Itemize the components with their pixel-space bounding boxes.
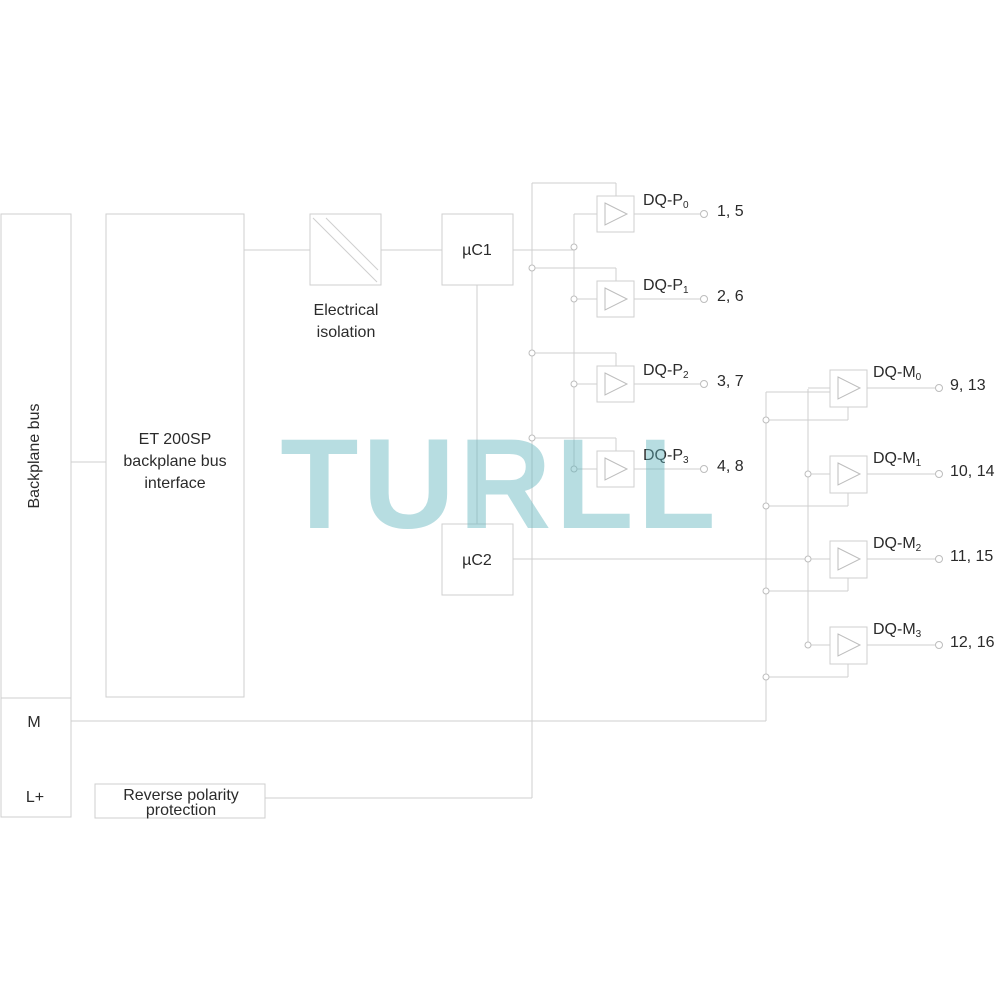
- dq-p-pins: 4, 8: [717, 458, 744, 475]
- reverse-polarity-label-line2: protection: [146, 802, 216, 819]
- junction-dot: [570, 465, 578, 473]
- dq-p-label: DQ-P1: [643, 277, 689, 296]
- dq-p-label: DQ-P0: [643, 192, 689, 211]
- uc2-block: µC2: [441, 523, 514, 596]
- dq-m-pins: 10, 14: [950, 463, 995, 480]
- m-terminal-label: M: [27, 714, 40, 731]
- amplifier-icon: [837, 547, 862, 571]
- interface-label-line1: ET 200SP: [139, 431, 212, 448]
- dq-m-pins: 12, 16: [950, 634, 995, 651]
- uc1-label: µC1: [462, 242, 492, 259]
- junction-dot: [804, 555, 812, 563]
- dq-m-channel: DQ-M2 11, 15: [762, 535, 993, 595]
- dq-p-pins: 3, 7: [717, 373, 744, 390]
- terminal-icon: [935, 470, 943, 478]
- terminal-icon: [935, 641, 943, 649]
- isolation-block: Electrical isolation: [309, 213, 382, 341]
- uc2-label: µC2: [462, 552, 492, 569]
- m-switch-block: [829, 626, 868, 665]
- dq-p-pins: 1, 5: [717, 203, 744, 220]
- dq-p-channel: DQ-P2 3, 7: [528, 349, 744, 403]
- junction-dot: [528, 349, 536, 357]
- junction-dot: [570, 380, 578, 388]
- dq-m-label: DQ-M0: [873, 364, 922, 383]
- dq-m-label: DQ-M1: [873, 450, 922, 469]
- dq-m-channel: DQ-M0 9, 13: [762, 364, 986, 424]
- m-switch-block: [829, 369, 868, 408]
- m-switch-block: [829, 455, 868, 494]
- isolation-label-line2: isolation: [317, 324, 376, 341]
- junction-dot: [570, 295, 578, 303]
- dq-m-pins: 9, 13: [950, 377, 986, 394]
- dq-p-channel: DQ-P3 4, 8: [528, 434, 744, 488]
- junction-dot: [762, 416, 770, 424]
- terminal-icon: [700, 210, 708, 218]
- amplifier-icon: [837, 633, 862, 657]
- interface-block: ET 200SP backplane bus interface: [105, 213, 245, 698]
- junction-dot: [804, 641, 812, 649]
- dq-p-label: DQ-P2: [643, 362, 689, 381]
- junction-dot: [762, 587, 770, 595]
- junction-dot: [528, 434, 536, 442]
- dq-m-label: DQ-M3: [873, 621, 922, 640]
- dq-m-channel: DQ-M1 10, 14: [762, 450, 995, 510]
- amplifier-icon: [837, 462, 862, 486]
- junction-dot: [762, 502, 770, 510]
- junction-dot: [762, 673, 770, 681]
- dq-p-label: DQ-P3: [643, 447, 689, 466]
- p-switch-block: [596, 280, 635, 318]
- m-outputs: DQ-M0 9, 13 DQ-M1 10, 14 DQ-M2 11, 15 DQ-M3 12,…: [762, 364, 995, 681]
- terminal-icon: [935, 384, 943, 392]
- dq-m-pins: 11, 15: [950, 548, 993, 565]
- backplane-bus-block: Backplane bus M L+: [0, 213, 72, 818]
- uc1-block: µC1: [441, 213, 514, 286]
- junction-dot: [804, 470, 812, 478]
- amplifier-icon: [604, 372, 629, 396]
- amplifier-icon: [604, 202, 629, 226]
- dq-m-label: DQ-M2: [873, 535, 922, 554]
- p-switch-block: [596, 365, 635, 403]
- amplifier-icon: [604, 287, 629, 311]
- backplane-bus-label: Backplane bus: [26, 404, 43, 509]
- watermark-text: TURLL: [280, 413, 719, 556]
- interface-label-line2: backplane bus: [123, 453, 226, 470]
- terminal-icon: [700, 465, 708, 473]
- m-switch-block: [829, 540, 868, 579]
- dq-p-pins: 2, 6: [717, 288, 744, 305]
- p-outputs: DQ-P0 1, 5 DQ-P1 2, 6 DQ-P2 3, 7 DQ-P3 4, 8: [528, 183, 744, 488]
- junction-dot: [528, 264, 536, 272]
- terminal-icon: [700, 380, 708, 388]
- terminal-icon: [700, 295, 708, 303]
- isolation-label-line1: Electrical: [314, 302, 379, 319]
- junction-dot: [570, 243, 578, 251]
- dq-m-channel: DQ-M3 12, 16: [762, 621, 995, 681]
- terminal-icon: [935, 555, 943, 563]
- p-switch-block: [596, 195, 635, 233]
- reverse-polarity-block: Reverse polarity protection: [94, 783, 266, 819]
- interface-label-line3: interface: [144, 475, 205, 492]
- reverse-polarity-label-line1: Reverse polarity: [123, 787, 239, 804]
- amplifier-icon: [837, 376, 862, 400]
- amplifier-icon: [604, 457, 629, 481]
- dq-p-channel: DQ-P1 2, 6: [528, 264, 744, 318]
- dq-p-channel: DQ-P0 1, 5: [570, 183, 744, 251]
- lplus-terminal-label: L+: [26, 789, 44, 806]
